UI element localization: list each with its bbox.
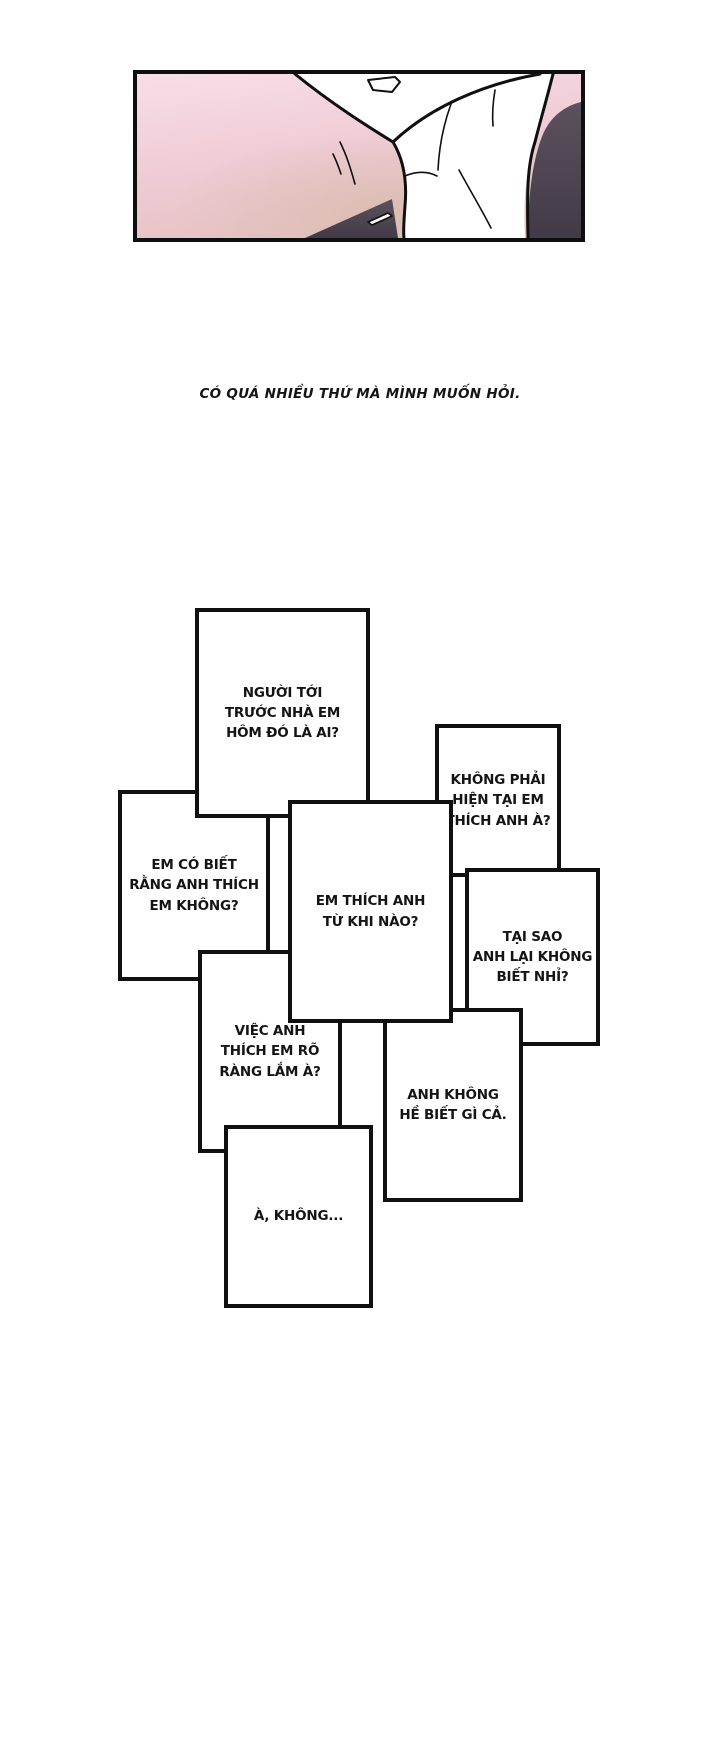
speech-box-em-thich: EM THÍCH ANH TỪ KHI NÀO? bbox=[288, 800, 453, 1023]
narration-text: CÓ QUÁ NHIỀU THỨ MÀ MÌNH MUỐN HỎI. bbox=[199, 386, 521, 402]
speech-box-anh-khong: ANH KHÔNG HỀ BIẾT GÌ CẢ. bbox=[383, 1008, 523, 1202]
neck-shadow-line-1 bbox=[339, 141, 356, 185]
speech-text: EM THÍCH ANH TỪ KHI NÀO? bbox=[315, 891, 426, 932]
speech-line: ANH KHÔNG bbox=[407, 1086, 499, 1103]
speech-line: EM KHÔNG? bbox=[149, 897, 239, 914]
jaw-line bbox=[391, 74, 542, 144]
speech-line: HÔM ĐÓ LÀ AI? bbox=[226, 725, 339, 742]
chin-line bbox=[293, 74, 395, 144]
speech-line: NGƯỜI TỚI bbox=[242, 684, 323, 701]
face-neck-shirt-shape bbox=[295, 74, 553, 238]
speech-box-em-co-biet: EM CÓ BIẾT RẰNG ANH THÍCH EM KHÔNG? bbox=[118, 790, 270, 981]
panel-artwork bbox=[137, 74, 581, 238]
speech-text: À, KHÔNG... bbox=[253, 1206, 344, 1226]
lips-detail-line bbox=[369, 83, 374, 91]
collar-fold-line-3 bbox=[404, 171, 438, 177]
speech-text: KHÔNG PHẢI HIỆN TẠI EM THÍCH ANH À? bbox=[445, 770, 550, 831]
collar-stitch-shape bbox=[367, 212, 393, 226]
speech-box-nguoi-toi: NGƯỜI TỚI TRƯỚC NHÀ EM HÔM ĐÓ LÀ AI? bbox=[195, 608, 370, 818]
speech-line: EM THÍCH ANH bbox=[315, 893, 426, 910]
neck-shadow-line-2 bbox=[332, 153, 342, 175]
collar-fold-line-2 bbox=[458, 169, 492, 229]
speech-line: TRƯỚC NHÀ EM bbox=[224, 704, 341, 721]
speech-line: THÍCH EM RÕ bbox=[220, 1043, 320, 1060]
speech-line: RẰNG ANH THÍCH bbox=[129, 877, 259, 894]
speech-line: THÍCH ANH À? bbox=[445, 812, 551, 829]
speech-box-khong-phai: KHÔNG PHẢI HIỆN TẠI EM THÍCH ANH À? bbox=[435, 724, 561, 877]
speech-line: TỪ KHI NÀO? bbox=[322, 913, 419, 930]
speech-line: EM CÓ BIẾT bbox=[151, 857, 237, 874]
jacket-triangle-shape bbox=[305, 199, 398, 238]
speech-line: À, KHÔNG... bbox=[253, 1208, 344, 1225]
speech-box-tai-sao: TẠI SAO ANH LẠI KHÔNG BIẾT NHỈ? bbox=[465, 868, 600, 1046]
speech-line: ANH LẠI KHÔNG bbox=[472, 948, 593, 965]
speech-line: BIẾT NHỈ? bbox=[496, 969, 569, 986]
speech-line: HIỆN TẠI EM bbox=[452, 792, 544, 809]
neck-line bbox=[391, 140, 408, 238]
shoulder-jacket-edge-line bbox=[526, 74, 555, 238]
collar-fold-line-4 bbox=[491, 89, 496, 127]
speech-line: KHÔNG PHẢI bbox=[450, 772, 546, 789]
jacket-shape bbox=[528, 102, 581, 238]
collar-fold-line-1 bbox=[437, 103, 452, 171]
speech-line: VIỆC ANH bbox=[234, 1023, 306, 1040]
speech-text: NGƯỜI TỚI TRƯỚC NHÀ EM HÔM ĐÓ LÀ AI? bbox=[225, 683, 340, 744]
speech-line: RÀNG LẮM À? bbox=[219, 1063, 321, 1080]
speech-text: TẠI SAO ANH LẠI KHÔNG BIẾT NHỈ? bbox=[473, 927, 593, 988]
comic-panel bbox=[133, 70, 585, 242]
speech-text: ANH KHÔNG HỀ BIẾT GÌ CẢ. bbox=[399, 1085, 506, 1126]
speech-text: EM CÓ BIẾT RẰNG ANH THÍCH EM KHÔNG? bbox=[129, 855, 259, 916]
speech-line: TẠI SAO bbox=[502, 928, 563, 945]
speech-line: HỀ BIẾT GÌ CẢ. bbox=[399, 1107, 507, 1123]
speech-text: VIỆC ANH THÍCH EM RÕ RÀNG LẮM À? bbox=[219, 1021, 320, 1082]
speech-box-a-khong: À, KHÔNG... bbox=[224, 1125, 373, 1308]
